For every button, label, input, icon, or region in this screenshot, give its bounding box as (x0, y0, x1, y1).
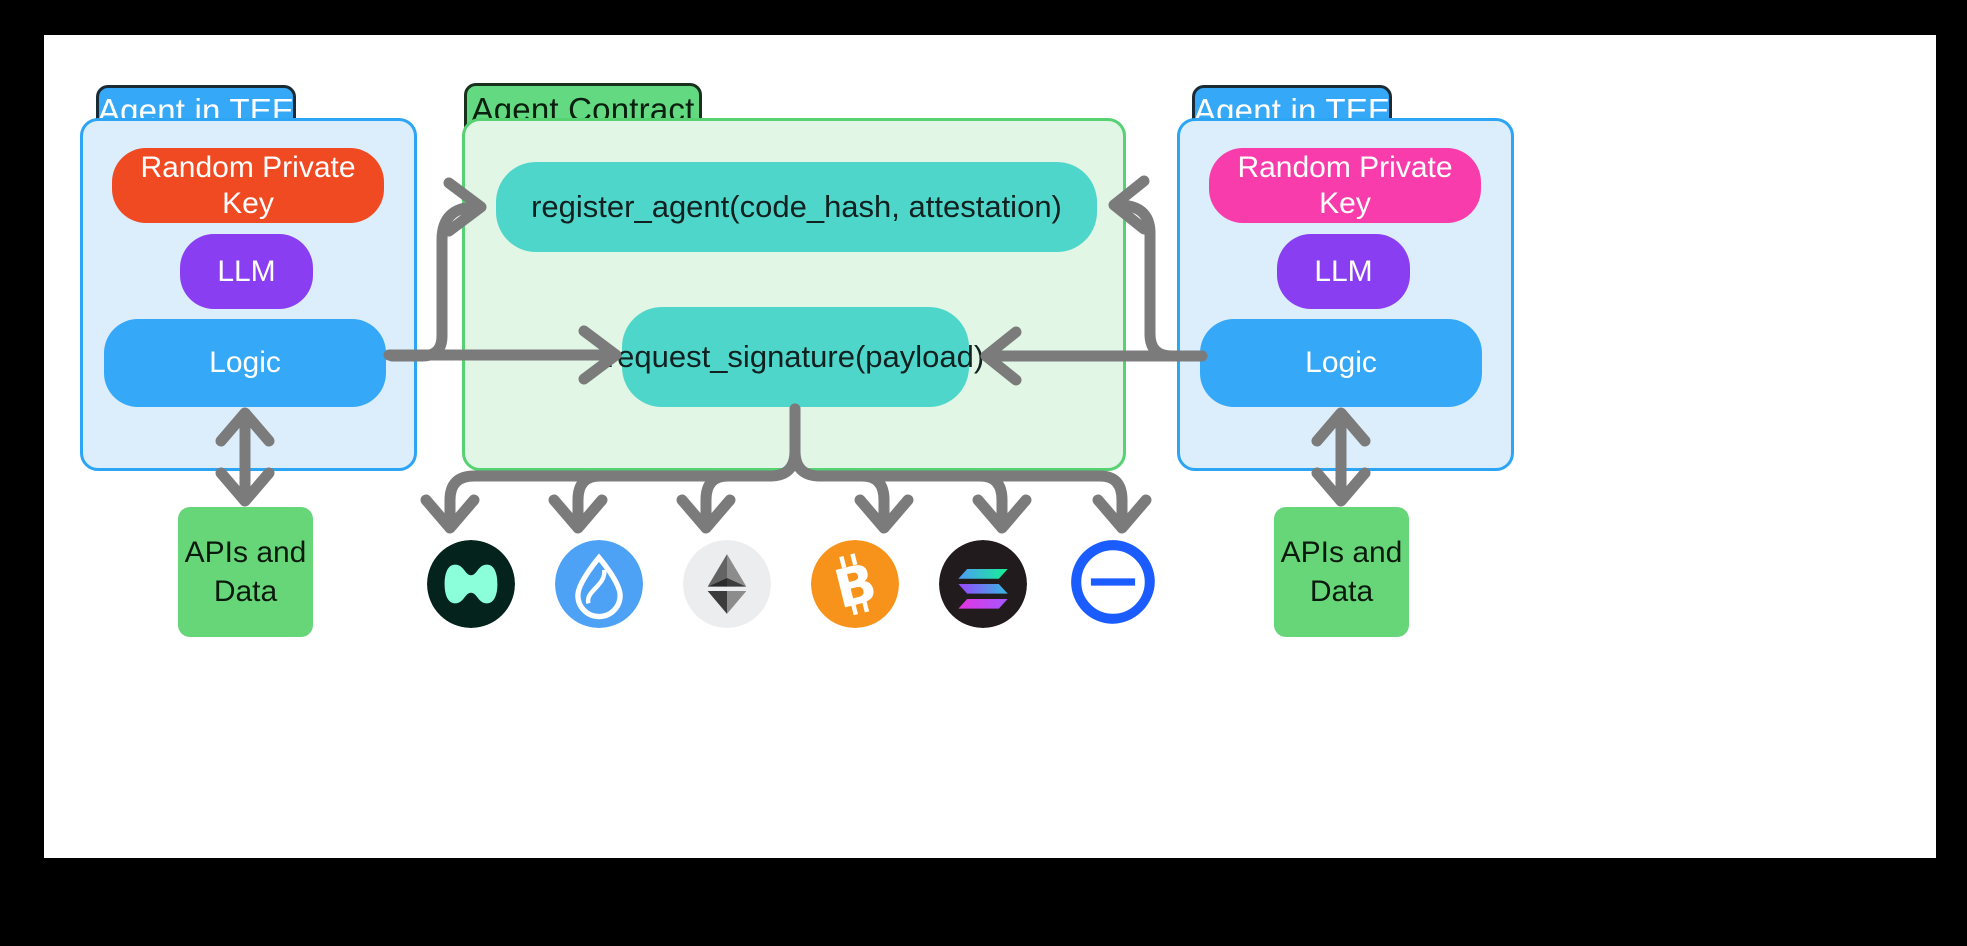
near-icon[interactable] (427, 540, 515, 628)
left-apis-and-data: APIs and Data (178, 507, 313, 637)
solana-icon[interactable] (939, 540, 1027, 628)
connector-left-logic-to-register (386, 201, 482, 362)
arrowhead-left-register (443, 177, 487, 237)
arrowhead-chain-3 (676, 494, 736, 534)
arrowhead-right-request (980, 326, 1022, 386)
connector-fanout-bus-left (444, 470, 776, 528)
connector-right-logic-to-register (1112, 199, 1208, 362)
arrowhead-chain-5 (972, 494, 1032, 534)
connector-fanout-branch-4 (856, 470, 890, 528)
left-random-private-key: Random Private Key (112, 148, 384, 223)
sui-icon[interactable] (555, 540, 643, 628)
arrowhead-chain-1 (420, 494, 480, 534)
arrowhead-left-api-up (215, 407, 275, 447)
left-llm-block: LLM (180, 234, 313, 309)
arrowhead-right-api-up (1311, 407, 1371, 447)
connector-layer (215, 175, 1371, 534)
arrowhead-left-request (578, 325, 622, 385)
request-signature-function: request_signature(payload) (607, 307, 984, 407)
right-apis-and-data: APIs and Data (1274, 507, 1409, 637)
ethereum-icon[interactable] (683, 540, 771, 628)
arrowhead-chain-4 (854, 494, 914, 534)
arrowhead-chain-6 (1092, 494, 1152, 534)
left-logic-block: Logic (104, 319, 386, 407)
arrowhead-left-api-down (215, 467, 275, 507)
right-random-private-key: Random Private Key (1209, 148, 1481, 223)
internet-computer-icon[interactable] (1067, 536, 1155, 624)
diagram-canvas: Agent in TEE Random Private Key LLM Logi… (44, 35, 1936, 858)
register-agent-function: register_agent(code_hash, attestation) (496, 162, 1097, 252)
connector-fanout-branch-3 (700, 470, 734, 528)
right-logic-block: Logic (1200, 319, 1482, 407)
connector-fanout-branch-2 (572, 470, 606, 528)
connector-fanout-bus-right (814, 470, 1128, 528)
connector-fanout-stem-left (764, 403, 801, 482)
arrowhead-right-register (1108, 175, 1150, 235)
connector-fanout-branch-5 (974, 470, 1008, 528)
arrowhead-right-api-down (1311, 467, 1371, 507)
arrowhead-chain-2 (548, 494, 608, 534)
right-llm-block: LLM (1277, 234, 1410, 309)
bitcoin-icon[interactable]: B (811, 540, 899, 628)
